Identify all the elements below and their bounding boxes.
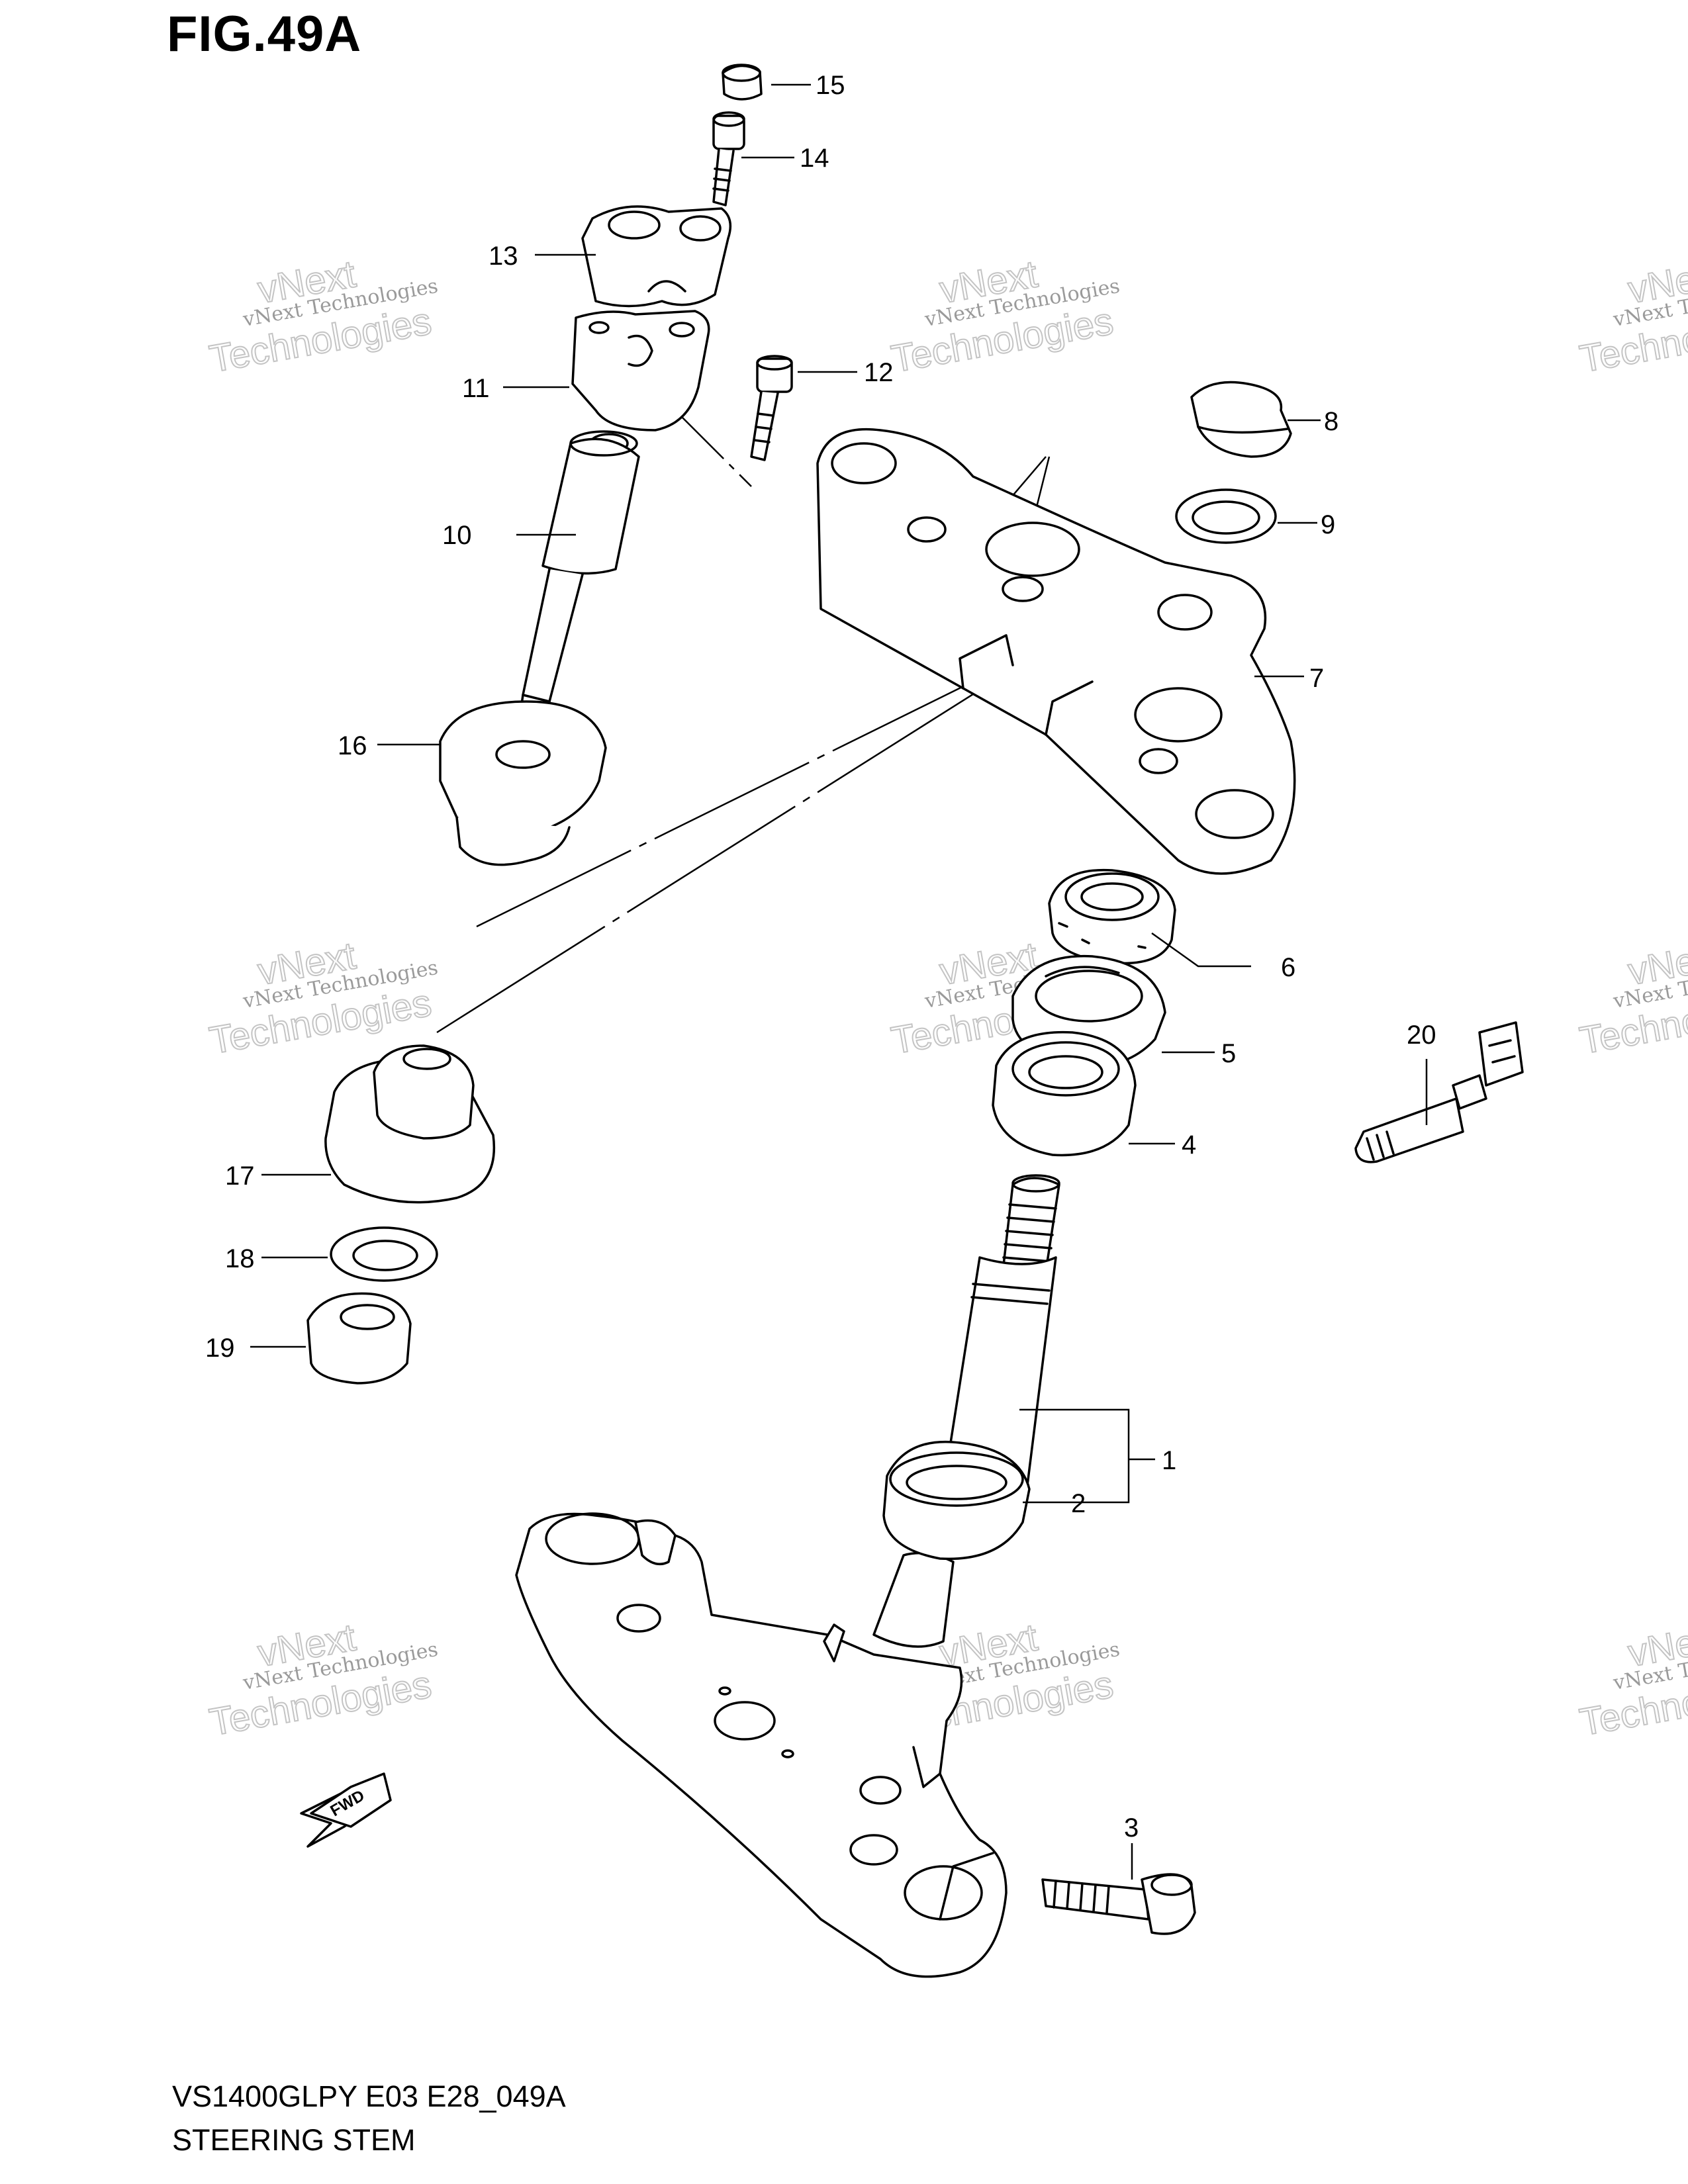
figure-title: FIG.49A: [167, 6, 362, 62]
diagram-code: VS1400GLPY E03 E28_049A: [172, 2079, 566, 2113]
watermark: vNext vNext Technologies Technologies: [206, 251, 440, 381]
callout-12: 12: [864, 358, 894, 387]
part-19-nut: [306, 1292, 412, 1385]
part-1-steering-stem: [515, 1174, 1060, 1978]
callout-1: 1: [1162, 1446, 1176, 1475]
watermark: vNext vNext Technologies Technologies: [1576, 251, 1688, 381]
part-17-bearing: [324, 1044, 495, 1204]
part-3-bolt: [1041, 1873, 1196, 1935]
callout-20: 20: [1407, 1021, 1436, 1050]
part-2-bearing: [882, 1440, 1031, 1561]
part-20-terminal: [1354, 1021, 1524, 1163]
part-9-washer: [1175, 488, 1277, 544]
callout-16: 16: [338, 731, 367, 760]
part-7-upper-bracket: [816, 428, 1296, 875]
watermark: vNext vNext Technologies Technologies: [1576, 933, 1688, 1063]
part-16-bushing: [439, 700, 607, 866]
callout-11: 11: [462, 374, 490, 403]
callout-18: 18: [225, 1244, 255, 1273]
callout-7: 7: [1309, 664, 1324, 693]
callout-8: 8: [1324, 407, 1338, 436]
watermark: vNext vNext Technologies Technologies: [206, 1615, 440, 1745]
part-10-rod: [512, 430, 640, 746]
callout-14: 14: [800, 144, 829, 173]
callout-19: 19: [205, 1334, 235, 1363]
part-6-stem-nut: [1048, 868, 1176, 965]
watermark: vNext vNext Technologies Technologies: [1576, 1615, 1688, 1745]
part-18-washer: [330, 1226, 438, 1282]
part-4-bearing: [992, 1030, 1137, 1157]
callout-17: 17: [225, 1161, 255, 1191]
leader-lines: [250, 83, 1428, 1880]
callout-6: 6: [1281, 953, 1295, 982]
callout-4: 4: [1182, 1130, 1196, 1160]
callout-13: 13: [489, 242, 518, 271]
part-14-bolt: [712, 111, 745, 206]
part-13-upper-holder: [581, 205, 732, 308]
callout-3: 3: [1124, 1813, 1139, 1843]
callout-numbers: 15 14 13 11 12 8 9 10 7 16 6 20 5 4 17 1…: [205, 71, 1436, 1843]
watermark: vNext vNext Technologies Technologies: [888, 251, 1122, 381]
callout-9: 9: [1321, 510, 1335, 539]
callout-10: 10: [442, 521, 472, 550]
callout-15: 15: [816, 71, 845, 100]
fwd-arrow: FWD: [300, 1772, 392, 1848]
part-12-bolt: [750, 355, 793, 461]
part-15-cap: [722, 64, 763, 101]
watermark: vNext vNext Technologies Technologies: [206, 933, 440, 1063]
diagram-name: STEERING STEM: [172, 2123, 416, 2157]
callout-2: 2: [1071, 1489, 1086, 1518]
part-8-cap-nut: [1190, 381, 1292, 458]
callout-5: 5: [1221, 1039, 1236, 1068]
